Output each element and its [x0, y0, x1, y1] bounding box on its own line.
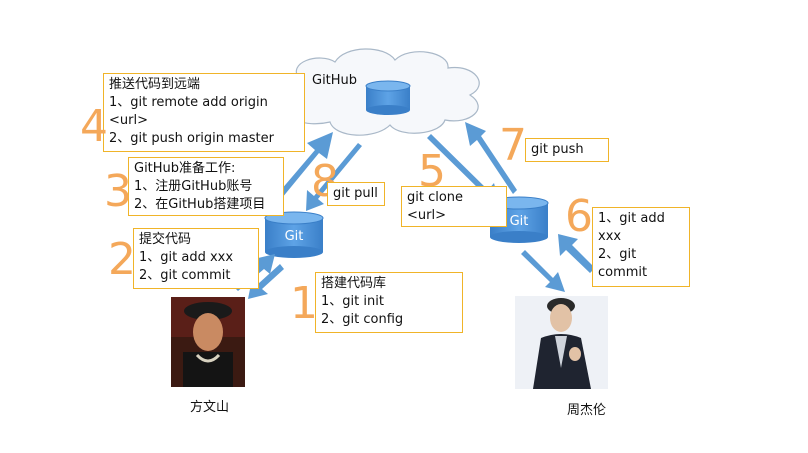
step4-box: 推送代码到远端 1、git remote add origin <url> 2、…: [103, 73, 305, 152]
step3-line2: 2、在GitHub搭建项目: [134, 197, 266, 212]
step8-line1: git pull: [333, 186, 378, 201]
step1-title: 搭建代码库: [321, 276, 387, 291]
step6-box: 1、git add xxx 2、git commit: [592, 207, 690, 287]
step5-box: git clone <url>: [401, 186, 507, 227]
arrow-push-from-right: [465, 122, 517, 194]
step2-line1: 1、git add xxx: [139, 250, 234, 265]
github-database-icon: [365, 80, 411, 115]
arrow-right-down: [521, 250, 565, 292]
person-name-left: 方文山: [190, 400, 230, 415]
step7-line1: git push: [531, 142, 584, 157]
step1-line1: 1、git init: [321, 294, 384, 309]
step8-box: git pull: [327, 182, 385, 206]
step3-line1: 1、注册GitHub账号: [134, 179, 253, 194]
step5-line1: git clone: [407, 190, 464, 205]
step2-box: 提交代码 1、git add xxx 2、git commit: [133, 228, 259, 289]
step3-title: GitHub准备工作:: [134, 161, 236, 176]
step2-number: 2: [108, 234, 136, 285]
step1-box: 搭建代码库 1、git init 2、git config: [315, 272, 463, 333]
step5-line2: <url>: [407, 208, 446, 223]
arrow-right-up: [558, 234, 595, 273]
step1-line2: 2、git config: [321, 312, 404, 327]
step3-box: GitHub准备工作: 1、注册GitHub账号 2、在GitHub搭建项目: [128, 157, 284, 216]
local-git-database-left: [264, 211, 324, 258]
step7-box: git push: [525, 138, 609, 162]
step6-line2: xxx: [598, 229, 622, 244]
step4-line1: 1、git remote add origin: [109, 95, 268, 110]
step4-number: 4: [80, 101, 108, 152]
person-photo-right: [515, 296, 608, 389]
step4-line3: 2、git push origin master: [109, 131, 274, 146]
step6-line3: 2、git: [598, 247, 637, 262]
git-label-right: Git: [509, 214, 529, 229]
step2-line2: 2、git commit: [139, 268, 231, 283]
step6-line4: commit: [598, 265, 648, 280]
step6-line1: 1、git add: [598, 211, 665, 226]
github-label: GitHub: [312, 73, 358, 88]
step3-number: 3: [104, 166, 132, 217]
person-photo-left: [171, 297, 245, 387]
git-label-left: Git: [284, 229, 304, 244]
step1-number: 1: [290, 278, 318, 329]
step2-title: 提交代码: [139, 232, 192, 247]
step7-number: 7: [499, 120, 527, 171]
step4-line2: <url>: [109, 113, 148, 128]
arrow-init-down: [248, 264, 284, 299]
arrow-pull-from-cloud: [306, 143, 362, 211]
step6-number: 6: [565, 191, 593, 242]
person-name-right: 周杰伦: [567, 403, 607, 418]
step4-title: 推送代码到远端: [109, 77, 201, 92]
